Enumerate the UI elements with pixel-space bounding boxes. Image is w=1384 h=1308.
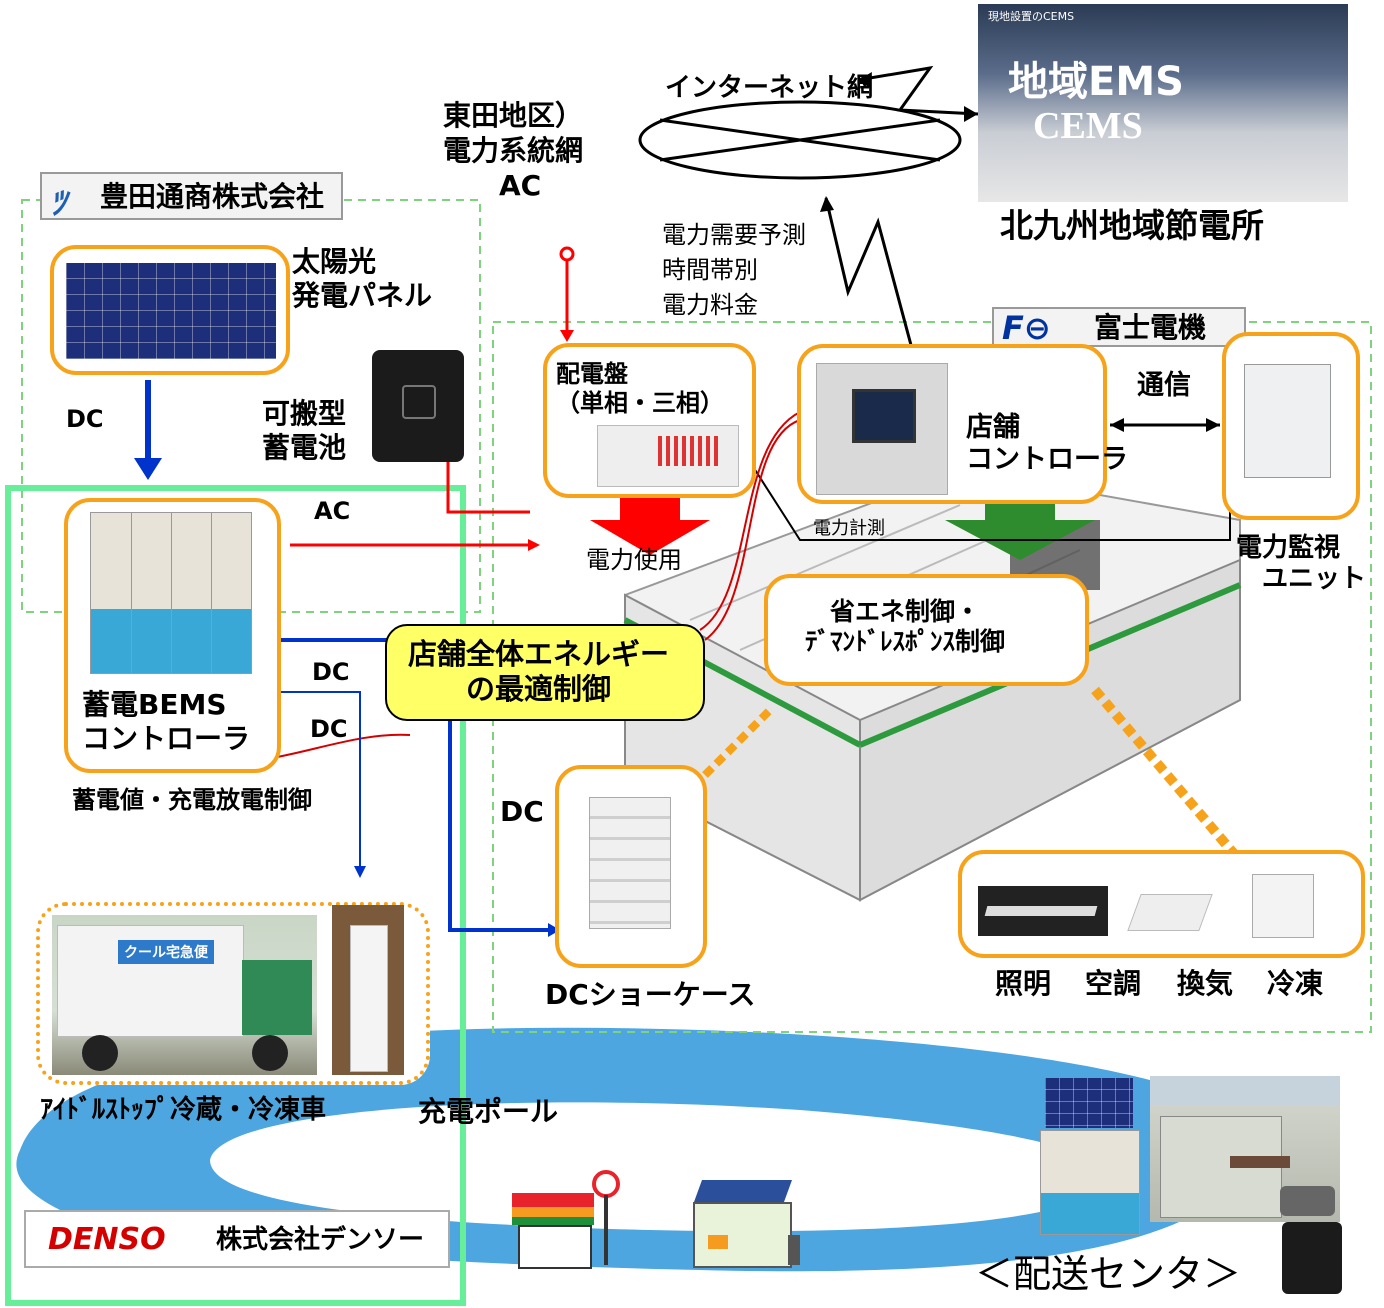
switchboard-label: 配電盤 （単相・三相） [556,360,724,417]
toyota-logo: ﾂ 豊田通商株式会社 [40,172,343,222]
energy-control-label: 省エネ制御・ ﾃﾞﾏﾝﾄﾞﾚｽﾎﾟﾝｽ制御 [805,597,1006,656]
cems-info: 電力需要予測 時間帯別 電力料金 [662,221,806,319]
switchboard-image [597,425,739,487]
solar-panel-image [66,263,276,359]
dc-label-2: DC [312,658,350,686]
optimal-control-box [385,624,705,721]
smart-house-icon [688,1180,808,1270]
ac-label-1: AC [314,497,351,525]
power-monitor-image [1244,364,1331,478]
power-measure-label: 電力計測 [813,518,885,539]
dc-battery-image [1282,1222,1342,1294]
zigzag-cems [857,65,979,116]
denso-name-jp: 株式会社デンソー [216,1225,425,1255]
denso-name-en: DENSO [48,1222,166,1257]
green-control-arrow [945,500,1095,560]
store-controller-label: 店舗 コントローラ [966,412,1128,476]
storage-control-label: 蓄電値・充電放電制御 [72,786,312,814]
charge-pole-label: 充電ポール [418,1095,559,1128]
delivery-loop-inner [210,1102,1111,1232]
delivery-center-label: ＜配送センタ＞ [975,1252,1242,1296]
denso-region [5,485,466,1306]
portable-battery-label: 可搬型 蓄電池 [262,397,347,464]
lighting-image [978,886,1108,936]
truck-label: ｱｲﾄﾞﾙｽﾄｯﾌﾟ冷蔵・冷凍車 [40,1095,327,1125]
power-use-arrow [590,497,710,555]
freezer-image [1252,874,1314,938]
fuji-logo: F⊖ 富士電機 [992,307,1246,347]
power-monitor-label: 電力監視 ユニット [1236,533,1367,595]
solar-label: 太陽光 発電パネル [292,245,433,312]
bems-image [90,512,252,674]
bems-box [64,498,281,773]
power-use-label: 電力使用 [586,546,682,574]
cems-photo-caption: 現地設置のCEMS [988,10,1075,23]
cems-place: 北九州地域節電所 [1000,206,1264,245]
dc-storage-image [1040,1130,1140,1235]
truck-sign: クール宅急便 [118,940,214,964]
fuji-logo-icon: F⊖ [1002,309,1051,347]
power-monitor-box [1222,332,1360,520]
bems-label: 蓄電BEMS コントローラ [82,688,251,755]
toyota-logo-icon: ﾂ [50,184,67,222]
store-controller-image [816,363,948,495]
dc-label-1: DC [66,405,104,433]
equipment-box [958,850,1365,958]
dc-building-image [1150,1076,1340,1222]
convenience-store-icon [512,1165,620,1270]
showcase-box [555,765,707,968]
dc-solar-image [1045,1078,1133,1128]
dc-label-3: DC [310,715,348,743]
store-controller-box [797,344,1107,504]
equip-lighting: 照明 [995,967,1052,1000]
equip-freezer: 冷凍 [1267,967,1324,1000]
internet-label: インターネット網 [665,73,874,103]
solar-box [50,245,290,375]
cems-title-1: 地域EMS [1008,59,1184,105]
showcase-label: DCショーケース [545,978,756,1011]
cems-title-2: CEMS [1033,105,1143,147]
zigzag-controller [824,197,917,361]
toyota-name: 豊田通商株式会社 [100,180,325,213]
fuji-name: 富士電機 [1094,311,1207,344]
communication-label: 通信 [1137,370,1191,401]
cems-photo: 現地設置のCEMS 地域EMS CEMS [978,4,1348,202]
optimal-control-label: 店舗全体エネルギー の最適制御 [408,637,670,706]
aircon-image [1127,894,1213,931]
switchboard-box [543,343,756,498]
dc-label-4: DC [500,795,544,828]
showcase-image [589,797,671,929]
charge-pole-image [332,905,404,1075]
denso-logo: DENSO 株式会社デンソー [24,1210,450,1268]
grid-label: 東田地区） 電力系統網 AC [443,99,584,202]
equip-aircon: 空調 [1085,967,1142,1000]
truck-image: クール宅急便 [52,915,317,1075]
touch-panel [852,389,916,443]
portable-battery-image [372,350,464,462]
equip-ventilation: 換気 [1177,967,1234,1000]
energy-control-box [764,574,1089,686]
